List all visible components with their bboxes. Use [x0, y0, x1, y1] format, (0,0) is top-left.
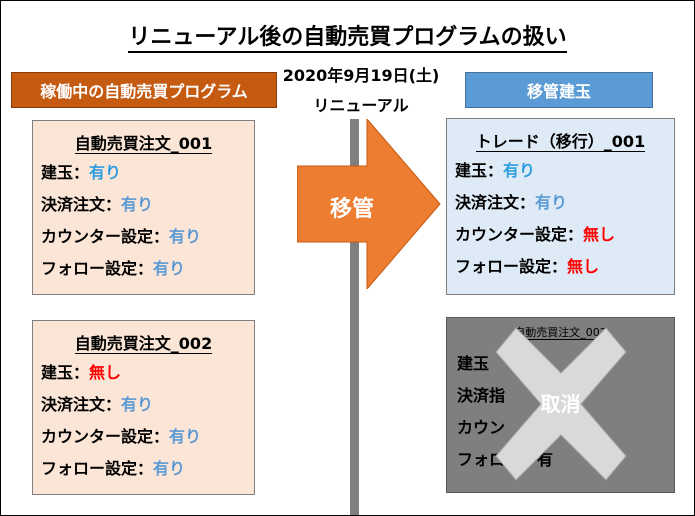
program-002-box: 自動売買注文_002 建玉：無し 決済注文：有り カウンター設定：有り フォロー… [32, 320, 255, 495]
program-002-row-settlement: 決済注文：有り [41, 395, 154, 414]
cancelled-program-002-box: 自動売買注文_002 建玉 決済指 カウン フォロー：有 取消 [446, 317, 675, 493]
trade-001-row-position: 建玉：有り [455, 161, 536, 180]
trade-001-row-settlement: 決済注文：有り [455, 193, 568, 212]
program-002-row-counter: カウンター設定：有り [41, 427, 202, 446]
transfer-arrow-label: 移管 [329, 197, 374, 222]
program-001-row-position: 建玉：有り [41, 163, 122, 182]
program-001-box: 自動売買注文_001 建玉：有り 決済注文：有り カウンター設定：有り フォロー… [32, 120, 255, 295]
renewal-date: 2020年9月19日(土) [282, 66, 440, 85]
program-002-row-position: 建玉：無し [41, 363, 122, 382]
program-002-title: 自動売買注文_002 [74, 334, 213, 354]
program-001-row-settlement: 決済注文：有り [41, 195, 154, 214]
cancelled-row-3: カウン [457, 418, 506, 437]
program-001-title: 自動売買注文_001 [74, 134, 213, 154]
diagram-title: リニューアル後の自動売買プログラムの扱い [1, 19, 694, 53]
running-programs-header: 稼働中の自動売買プログラム [11, 72, 277, 108]
renewal-event: リニューアル [313, 96, 409, 115]
transferred-positions-header: 移管建玉 [465, 72, 653, 108]
program-001-row-follow: フォロー設定：有り [41, 259, 186, 278]
trade-001-row-follow: フォロー設定：無し [455, 257, 600, 276]
trade-001-box: トレード（移行）_001 建玉：有り 決済注文：有り カウンター設定：無し フォ… [446, 118, 675, 295]
cancelled-program-002-title: 自動売買注文_002 [514, 326, 607, 340]
transfer-arrow-shape [297, 119, 441, 289]
trade-001-row-counter: カウンター設定：無し [455, 225, 616, 244]
cancel-x-shape [495, 327, 627, 481]
program-002-row-follow: フォロー設定：有り [41, 459, 186, 478]
trade-001-title: トレード（移行）_001 [475, 132, 646, 152]
cancelled-row-2: 決済指 [457, 386, 506, 405]
cancel-label: 取消 [540, 392, 581, 416]
program-001-row-counter: カウンター設定：有り [41, 227, 202, 246]
cancel-x-icon [495, 327, 627, 481]
cancelled-row-1: 建玉 [457, 354, 490, 373]
transfer-arrow [297, 119, 441, 289]
timeline-divider [350, 119, 359, 515]
